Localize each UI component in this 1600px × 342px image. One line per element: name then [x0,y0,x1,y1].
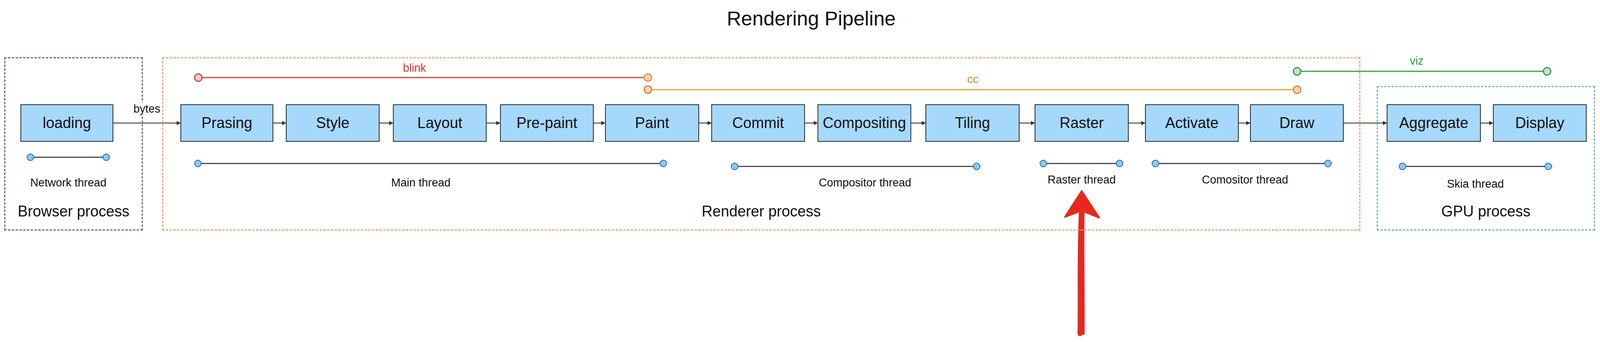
flow-arrow [486,122,500,124]
blink-span [194,73,652,82]
flow-arrow [379,122,393,124]
stage-label: Display [1515,114,1565,132]
stage-label: Aggregate [1399,114,1469,132]
stage-label: Commit [732,114,785,132]
annotation-label: cc [967,72,979,86]
flow-arrow [273,122,286,124]
stage-box: Commit [711,104,805,142]
flow-arrow [1019,122,1035,124]
flow-arrow [699,122,712,124]
stage-box: Tiling [925,104,1020,142]
stage-label: Pre-paint [516,114,578,132]
process-label: GPU process [1377,202,1594,220]
stage-label: Raster [1059,114,1104,132]
annotation-label: Main thread [391,176,451,190]
stage-box: Paint [605,104,700,142]
stage-label: Draw [1279,114,1315,132]
annotation-label: viz [1410,54,1424,68]
flow-arrow [1480,122,1493,124]
flow-arrow [113,122,181,124]
stage-box: Style [285,104,380,142]
stage-box: loading [20,104,114,142]
process-label: Browser process [5,202,142,220]
stage-box: Activate [1145,104,1239,142]
stage-label: Style [315,114,350,132]
process-region: Browser process loading [4,57,143,231]
stage-label: Paint [635,114,670,132]
stage-label: Layout [417,114,463,132]
flow-arrow [911,122,926,124]
stage-label: Compositing [822,114,906,132]
annotation-label: Network thread [30,176,107,190]
stage-box: Display [1492,104,1587,142]
stage-box: Pre-paint [500,104,594,142]
annotation-label: blink [402,61,427,75]
stage-box: Raster [1034,104,1129,142]
flow-arrow [1343,122,1387,124]
stage-label: Activate [1165,114,1219,132]
cc-span [644,85,1301,94]
annotation-label: Skia thread [1447,177,1505,191]
thread-dots [27,153,1552,170]
stage-label: loading [42,114,91,132]
process-label: Renderer process [163,202,1360,220]
flow-arrow [593,122,605,124]
process-region: Renderer process Prasing Style Layout Pre-pa… [162,57,1361,231]
stage-label: Prasing [201,114,253,132]
stage-label: Tiling [955,114,991,132]
edge-label: bytes [132,102,162,116]
flow-arrow [805,122,818,124]
flow-arrow [1128,122,1145,124]
stage-box: Layout [392,104,487,142]
stage-box: Compositing [817,104,912,142]
diagram-title: Rendering Pipeline [726,7,896,30]
annotation-label: Compositor thread [818,176,912,190]
annotation-label: Raster thread [1047,173,1116,187]
viz-span [1293,67,1551,75]
annotation-label: Comositor thread [1201,173,1288,187]
flow-arrow [1238,122,1250,124]
red-pointer-arrow [1065,190,1100,334]
process-region: GPU process Aggregate Display [1376,85,1595,231]
stage-box: Prasing [180,104,274,142]
stage-box: Draw [1250,104,1344,142]
thread-lines [30,157,1549,167]
stage-box: Aggregate [1386,104,1481,142]
